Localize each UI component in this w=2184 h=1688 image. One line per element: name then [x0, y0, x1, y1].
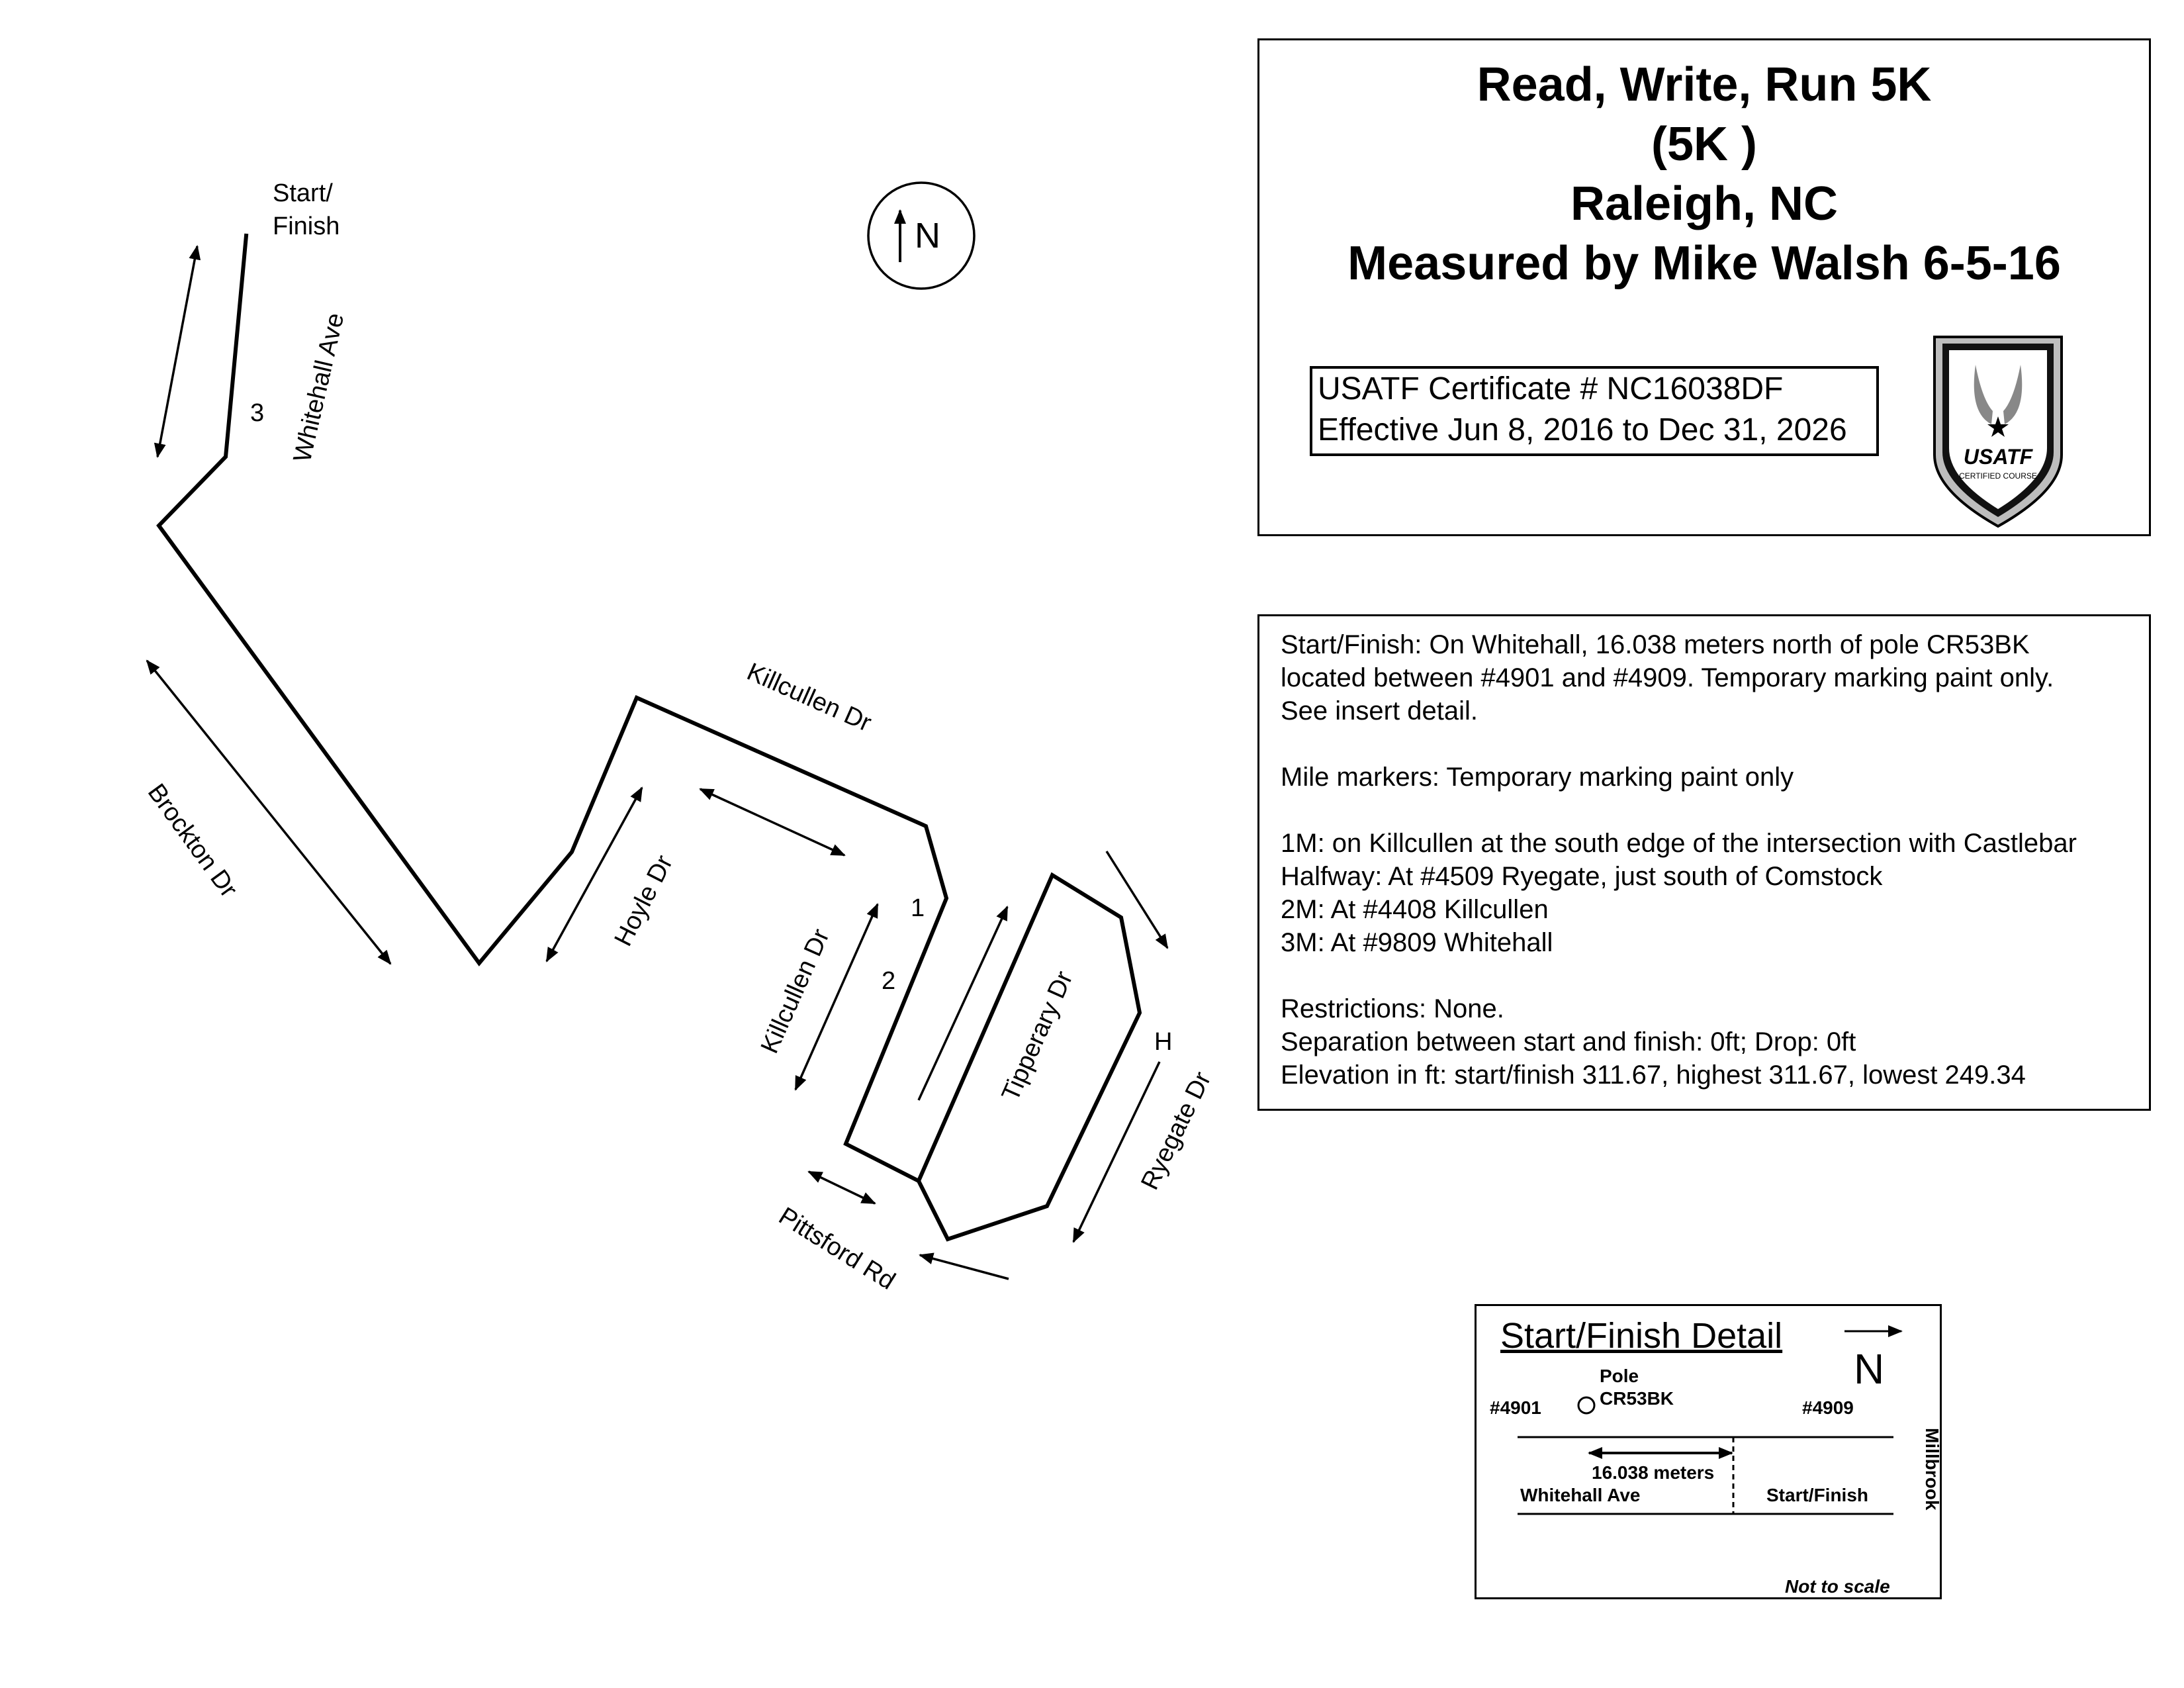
direction-arrow-killcullen-top: [699, 788, 846, 857]
note-restrictions: Restrictions: None.: [1281, 994, 1504, 1023]
start-finish-label-line2: Finish: [273, 212, 340, 240]
note-start-finish-1: Start/Finish: On Whitehall, 16.038 meter…: [1281, 630, 2030, 659]
direction-arrow-killcullen-lower: [794, 903, 879, 1091]
north-label: N: [915, 216, 940, 256]
detail-start-finish-label: Start/Finish: [1766, 1485, 1869, 1505]
note-halfway: Halfway: At #4509 Ryegate, just south of…: [1281, 862, 1883, 891]
direction-arrow-whitehall: [154, 245, 201, 458]
certificate-effective-dates: Effective Jun 8, 2016 to Dec 31, 2026: [1318, 412, 1847, 447]
note-mile-markers: Mile markers: Temporary marking paint on…: [1281, 763, 1794, 792]
direction-arrow-pittsford: [807, 1170, 876, 1205]
mile-marker-3: 3: [250, 399, 264, 427]
street-label-killcullen-lower: Killcullen Dr: [756, 925, 835, 1058]
title-block: Read, Write, Run 5K (5K ) Raleigh, NC Me…: [1257, 38, 2151, 536]
detail-pole-label-1: Pole: [1600, 1366, 1639, 1386]
detail-diagram: [1518, 1325, 1903, 1515]
start-finish-detail: Start/Finish Detail N Pole CR53BK #4901 …: [1475, 1304, 1942, 1599]
mile-marker-1: 1: [911, 894, 925, 922]
north-arrow-icon: N: [867, 181, 976, 290]
note-start-finish-2: located between #4901 and #4909. Tempora…: [1281, 663, 2054, 692]
street-label-whitehall: Whitehall Ave: [289, 310, 350, 465]
note-elevation: Elevation in ft: start/finish 311.67, hi…: [1281, 1060, 2026, 1090]
title-line-4: Measured by Mike Walsh 6-5-16: [1347, 237, 2061, 290]
direction-arrow-tipperary: [917, 906, 1009, 1101]
detail-north-label: N: [1854, 1345, 1885, 1393]
note-start-finish-3: See insert detail.: [1281, 696, 1478, 726]
detail-address-4909: #4909: [1802, 1397, 1854, 1418]
detail-street-label: Whitehall Ave: [1520, 1485, 1641, 1505]
title-line-2: (5K ): [1651, 118, 1757, 171]
street-label-killcullen-top: Killcullen Dr: [743, 658, 876, 737]
title-line-1: Read, Write, Run 5K: [1477, 58, 1932, 111]
start-finish-label-line1: Start/: [273, 179, 333, 207]
mile-marker-2: 2: [882, 967, 895, 995]
direction-arrow-brockton: [146, 659, 392, 965]
note-1m: 1M: on Killcullen at the south edge of t…: [1281, 829, 2077, 858]
street-label-brockton: Brockton Dr: [142, 779, 243, 903]
note-separation: Separation between start and finish: 0ft…: [1281, 1027, 1856, 1056]
pole-icon: [1577, 1396, 1596, 1415]
detail-scale-note: Not to scale: [1785, 1576, 1890, 1597]
detail-pole-label-2: CR53BK: [1600, 1388, 1674, 1409]
note-3m: 3M: At #9809 Whitehall: [1281, 928, 1553, 957]
title-line-3: Raleigh, NC: [1570, 177, 1839, 230]
detail-distance-label: 16.038 meters: [1592, 1462, 1715, 1483]
direction-arrow-ryegate: [1072, 1061, 1161, 1243]
street-label-tipperary: Tipperary Dr: [997, 967, 1079, 1105]
note-2m: 2M: At #4408 Killcullen: [1281, 895, 1549, 924]
street-label-pittsford: Pittsford Rd: [774, 1202, 900, 1295]
certificate-number: USATF Certificate # NC16038DF: [1318, 371, 1784, 406]
course-notes: Start/Finish: On Whitehall, 16.038 meter…: [1257, 614, 2151, 1111]
detail-title: Start/Finish Detail: [1500, 1316, 1783, 1356]
direction-arrow-hoyle: [545, 786, 643, 962]
certificate-box: USATF Certificate # NC16038DF Effective …: [1310, 366, 1879, 456]
badge-usatf-text: USATF: [1964, 445, 2034, 469]
street-label-hoyle: Hoyle Dr: [610, 851, 679, 951]
detail-cross-street-label: Millbrook: [1922, 1428, 1942, 1511]
direction-arrow-final: [919, 1252, 1009, 1280]
course-title: Read, Write, Run 5K (5K ) Raleigh, NC Me…: [1259, 55, 2149, 293]
halfway-marker: H: [1154, 1028, 1172, 1056]
usatf-certified-badge-icon: USATF CERTIFIED COURSE: [1933, 336, 2063, 528]
direction-arrow-northeast: [1105, 851, 1169, 949]
detail-address-4901: #4901: [1490, 1397, 1541, 1418]
badge-certified-text: CERTIFIED COURSE: [1959, 471, 2037, 481]
